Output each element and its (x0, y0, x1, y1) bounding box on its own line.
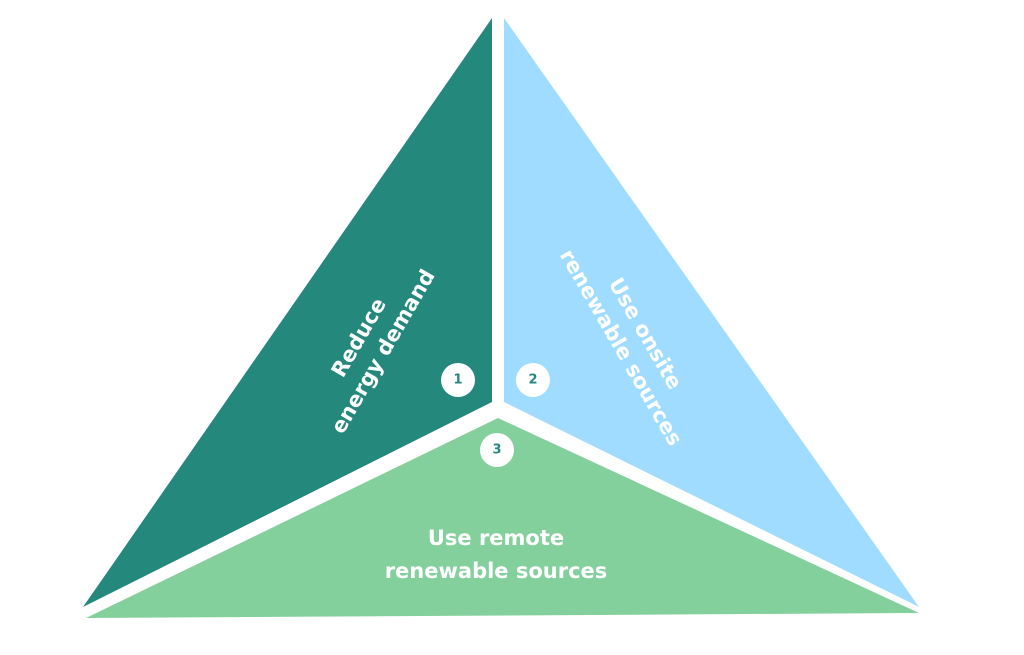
label-remote-line1: Use remote (428, 526, 564, 550)
badge-3: 3 (480, 433, 514, 467)
badge-1-number: 1 (453, 373, 462, 388)
badge-1: 1 (441, 363, 475, 397)
badge-3-number: 3 (492, 443, 501, 458)
label-remote-line2: renewable sources (385, 559, 608, 583)
badge-1-circle (441, 363, 475, 397)
badge-2: 2 (516, 363, 550, 397)
badge-2-number: 2 (528, 373, 537, 388)
segment-use-remote-renewable (86, 418, 919, 618)
badge-3-circle (480, 433, 514, 467)
segment-reduce-energy-demand (83, 18, 492, 607)
badge-2-circle (516, 363, 550, 397)
label-use-remote-renewable: Use remote renewable sources (385, 526, 608, 583)
segment-use-onsite-renewable (504, 18, 919, 607)
